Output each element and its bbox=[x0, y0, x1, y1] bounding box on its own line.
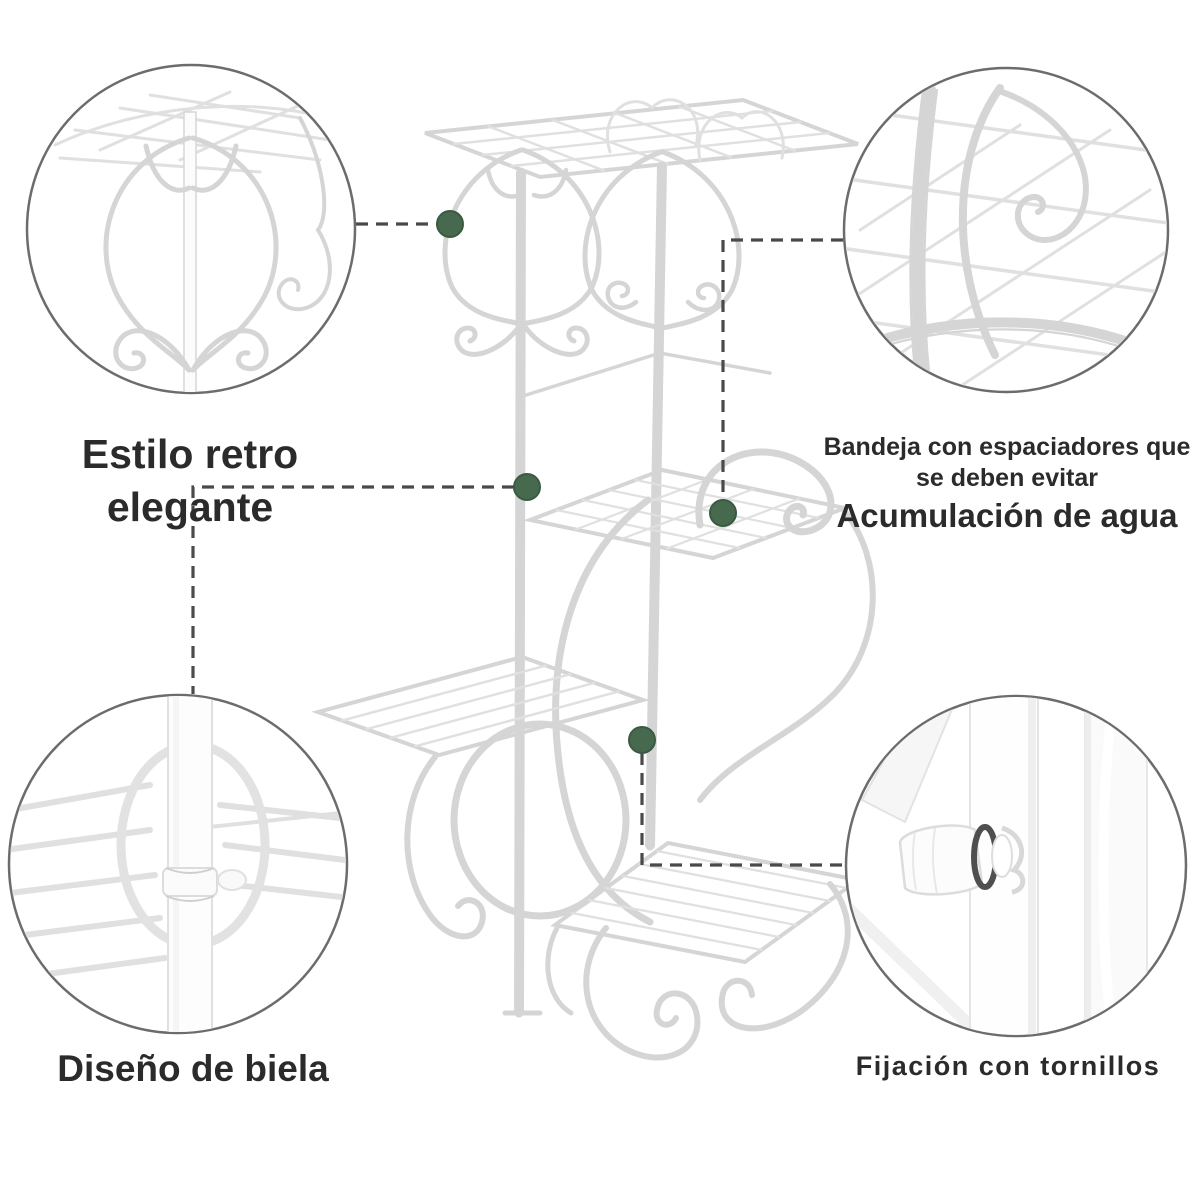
callout-label-screw-fixing: Fijación con tornillos bbox=[833, 1050, 1183, 1084]
green-marker-dot bbox=[709, 499, 737, 527]
green-marker-dot bbox=[513, 473, 541, 501]
bottom-tray bbox=[550, 840, 863, 965]
callout-label-retro-style: Estilo retro elegante bbox=[25, 428, 355, 534]
connector-top-right bbox=[721, 238, 843, 502]
top-tray bbox=[424, 97, 859, 180]
bottom-scroll-feet bbox=[502, 881, 851, 1061]
connector-bottom-right bbox=[640, 753, 844, 867]
brace bbox=[521, 351, 772, 398]
label-line: elegante bbox=[106, 484, 274, 530]
callout-circle-screw-fixing bbox=[844, 694, 1188, 1038]
left-heart-scroll bbox=[442, 147, 602, 357]
plant-stand-drawing bbox=[311, 97, 876, 1061]
callout-circle-tray-spacers bbox=[842, 66, 1170, 394]
label-line: Estilo retro bbox=[81, 431, 299, 477]
callout-label-tray-spacers: Bandeja con espaciadores que se deben ev… bbox=[812, 432, 1200, 536]
label-line: Diseño de biela bbox=[57, 1048, 329, 1089]
label-line: Acumulación de agua bbox=[836, 497, 1178, 534]
wheel-and-leg bbox=[404, 720, 630, 940]
connector-dashed-lines bbox=[191, 222, 844, 867]
right-heart-scroll bbox=[582, 149, 742, 331]
lower-left-tray bbox=[311, 654, 650, 758]
label-line: Fijación con tornillos bbox=[855, 1051, 1161, 1081]
right-scroll bbox=[697, 509, 876, 803]
connector-middle-left bbox=[191, 485, 514, 694]
callout-circle-crank-design bbox=[7, 693, 349, 1035]
marker-dots bbox=[436, 210, 737, 754]
callout-label-crank-design: Diseño de biela bbox=[23, 1046, 363, 1092]
label-line: se deben evitar bbox=[915, 464, 1099, 492]
label-line: Bandeja con espaciadores que bbox=[823, 433, 1191, 461]
middle-tray bbox=[522, 448, 853, 561]
green-marker-dot bbox=[628, 726, 656, 754]
callout-circle-retro-style bbox=[25, 63, 357, 395]
green-marker-dot bbox=[436, 210, 464, 238]
